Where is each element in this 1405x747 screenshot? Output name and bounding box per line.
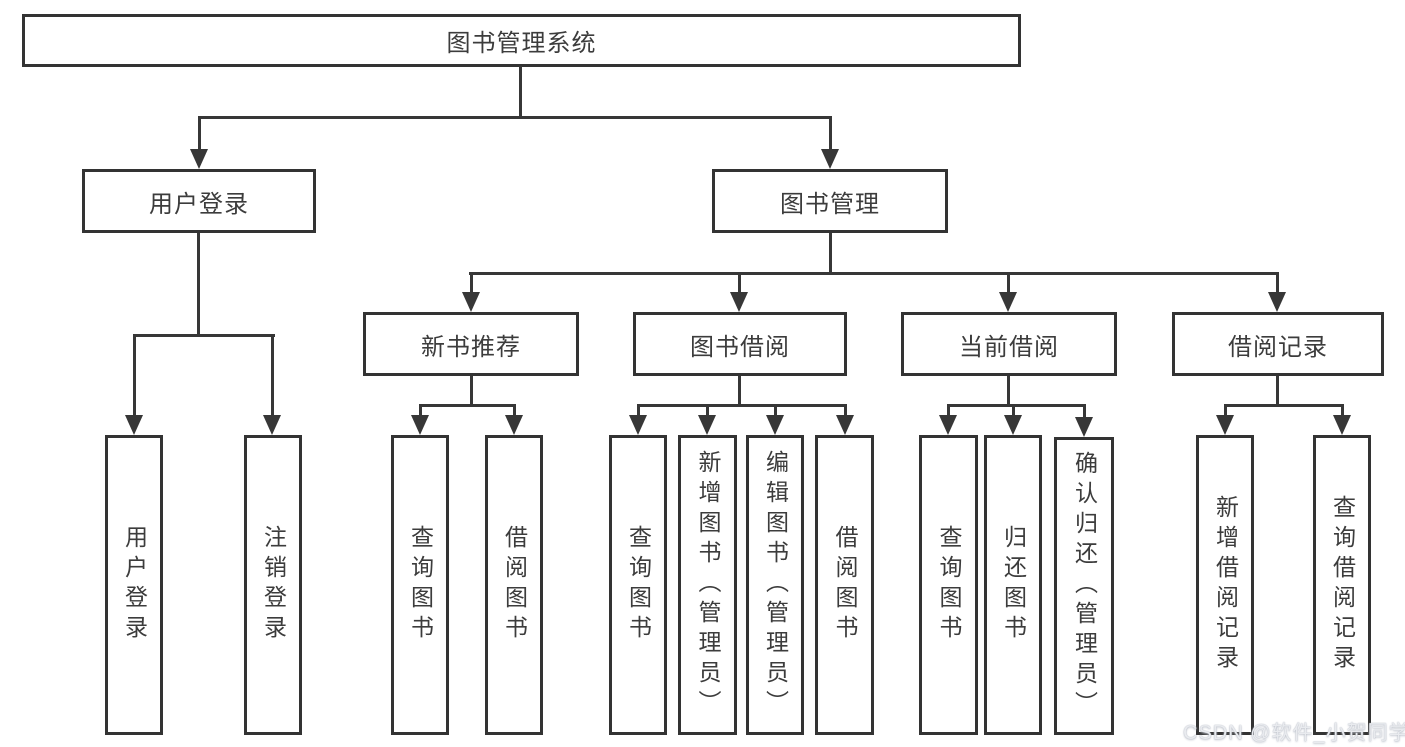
arrow-down-icon <box>1333 415 1351 435</box>
leaf-borrow-books-borrowing-label: 借阅图书 <box>832 525 858 645</box>
leaf-query-borrow-record: 查询借阅记录 <box>1313 435 1371 735</box>
arrow-down-icon <box>730 292 748 312</box>
arrow-down-icon <box>1216 415 1234 435</box>
leaf-query-books-recommend: 查询图书 <box>391 435 449 735</box>
arrow-down-icon <box>766 415 784 435</box>
arrow-down-icon <box>411 415 429 435</box>
node-root: 图书管理系统 <box>22 14 1021 67</box>
arrow-down-icon <box>698 415 716 435</box>
arrow-down-icon <box>836 415 854 435</box>
arrow-down-icon <box>462 292 480 312</box>
leaf-edit-books-admin-label: 编辑图书（管理员） <box>762 450 789 720</box>
connector-group-stem <box>470 376 473 407</box>
leaf-return-books-label: 归还图书 <box>1000 525 1027 645</box>
leaf-logout-label: 注销登录 <box>260 525 287 645</box>
connector-group-stem <box>1007 376 1010 407</box>
leaf-add-books-admin: 新增图书（管理员） <box>678 435 737 735</box>
arrow-down-icon <box>999 292 1017 312</box>
node-borrowing-records: 借阅记录 <box>1172 312 1384 376</box>
connector-root-stem <box>519 66 522 119</box>
node-user-login-label: 用户登录 <box>149 190 249 218</box>
arrow-down-icon <box>505 415 523 435</box>
connector-arrow-stem <box>133 334 136 418</box>
leaf-confirm-return-admin: 确认归还（管理员） <box>1054 437 1114 735</box>
connector-arrow-stem <box>637 404 640 418</box>
leaf-add-borrow-record: 新增借阅记录 <box>1196 435 1254 735</box>
connector-arrow-stem <box>947 404 950 418</box>
connector-group-stem <box>1276 376 1279 407</box>
connector-group-stem <box>738 376 741 407</box>
leaf-query-books-borrowing: 查询图书 <box>609 435 667 735</box>
node-book-management: 图书管理 <box>712 169 948 233</box>
node-book-borrowing-label: 图书借阅 <box>690 333 790 361</box>
connector-arrow-stem <box>829 116 832 152</box>
connector-arrow-stem <box>844 404 847 418</box>
connector-book-mgmt-rail <box>469 272 1279 275</box>
connector-group-rail <box>947 404 1086 407</box>
node-current-borrowing-label: 当前借阅 <box>959 333 1059 361</box>
connector-arrow-stem <box>1341 404 1344 418</box>
connector-group-rail <box>419 404 516 407</box>
connector-user-login-rail <box>133 334 275 337</box>
arrow-down-icon <box>1268 292 1286 312</box>
leaf-borrow-books-recommend: 借阅图书 <box>485 435 543 735</box>
connector-arrow-stem <box>470 272 473 295</box>
connector-user-login-stem <box>197 233 200 337</box>
node-user-login: 用户登录 <box>82 169 316 233</box>
connector-arrow-stem <box>1224 404 1227 418</box>
connector-arrow-stem <box>1007 272 1010 295</box>
connector-group-rail <box>637 404 847 407</box>
arrow-down-icon <box>821 149 839 169</box>
csdn-watermark: CSDN @软件_小贺同学 <box>1183 722 1405 744</box>
leaf-query-books-current: 查询图书 <box>919 435 978 735</box>
node-borrowing-records-label: 借阅记录 <box>1228 333 1328 361</box>
node-root-label: 图书管理系统 <box>446 30 597 57</box>
leaf-borrow-books-borrowing: 借阅图书 <box>815 435 874 735</box>
node-new-book-recommend-label: 新书推荐 <box>421 333 521 361</box>
leaf-confirm-return-admin-label: 确认归还（管理员） <box>1071 451 1098 721</box>
leaf-query-books-current-label: 查询图书 <box>936 525 962 645</box>
connector-arrow-stem <box>513 404 516 418</box>
leaf-user-login-label: 用户登录 <box>121 525 148 645</box>
arrow-down-icon <box>190 149 208 169</box>
node-new-book-recommend: 新书推荐 <box>363 312 579 376</box>
arrow-down-icon <box>1004 415 1022 435</box>
connector-book-mgmt-stem <box>829 233 832 275</box>
connector-root-rail <box>198 116 832 119</box>
connector-arrow-stem <box>1012 404 1015 418</box>
arrow-down-icon <box>939 415 957 435</box>
leaf-edit-books-admin: 编辑图书（管理员） <box>746 435 804 735</box>
leaf-logout: 注销登录 <box>244 435 302 735</box>
leaf-user-login: 用户登录 <box>105 435 163 735</box>
connector-arrow-stem <box>738 272 741 295</box>
node-current-borrowing: 当前借阅 <box>901 312 1117 376</box>
leaf-add-borrow-record-label: 新增借阅记录 <box>1212 495 1239 675</box>
connector-arrow-stem <box>774 404 777 418</box>
connector-arrow-stem <box>706 404 709 418</box>
leaf-query-borrow-record-label: 查询借阅记录 <box>1329 495 1356 675</box>
connector-arrow-stem <box>198 116 201 152</box>
arrow-down-icon <box>1075 417 1093 437</box>
arrow-down-icon <box>125 415 143 435</box>
leaf-query-books-recommend-label: 查询图书 <box>407 525 434 645</box>
leaf-borrow-books-recommend-label: 借阅图书 <box>501 525 528 645</box>
leaf-return-books: 归还图书 <box>984 435 1042 735</box>
leaf-add-books-admin-label: 新增图书（管理员） <box>695 450 721 720</box>
leaf-query-books-borrowing-label: 查询图书 <box>625 525 652 645</box>
node-book-borrowing: 图书借阅 <box>633 312 847 376</box>
arrow-down-icon <box>629 415 647 435</box>
connector-arrow-stem <box>271 334 274 418</box>
connector-group-rail <box>1224 404 1344 407</box>
node-book-management-label: 图书管理 <box>780 190 880 218</box>
arrow-down-icon <box>263 415 281 435</box>
connector-arrow-stem <box>419 404 422 418</box>
connector-arrow-stem <box>1083 404 1086 420</box>
connector-arrow-stem <box>1276 272 1279 295</box>
